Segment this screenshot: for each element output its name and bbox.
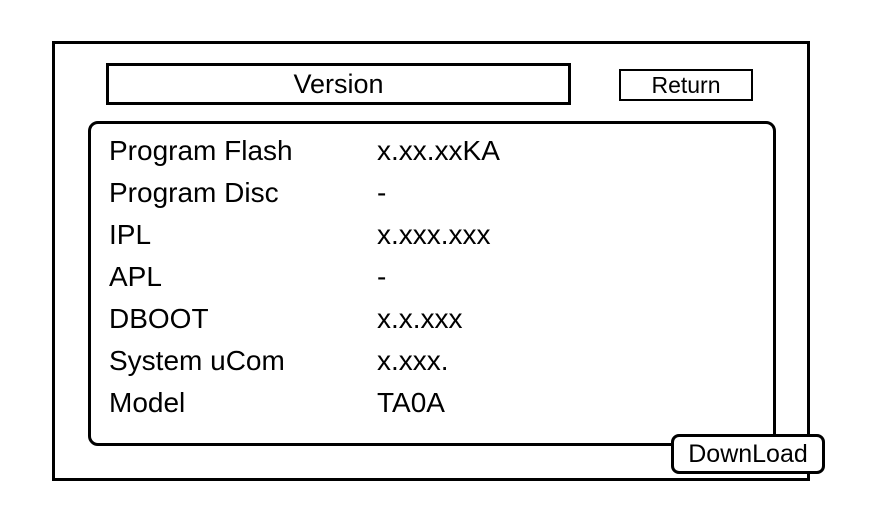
version-row-ipl: IPL x.xxx.xxx	[109, 214, 763, 256]
version-row-dboot: DBOOT x.x.xxx	[109, 298, 763, 340]
version-label-model: Model	[109, 387, 186, 418]
version-row-apl: APL -	[109, 256, 763, 298]
version-label-ipl: IPL	[109, 219, 152, 250]
version-row-model: Model TA0A	[109, 382, 763, 424]
return-button-label: Return	[651, 71, 721, 98]
version-row-program-flash: Program Flash x.xx.xxKA	[109, 130, 763, 172]
version-value-dboot: x.x.xxx	[377, 303, 463, 334]
return-button[interactable]: Return	[619, 69, 753, 101]
version-value-ipl: x.xxx.xxx	[377, 219, 491, 250]
version-label-dboot: DBOOT	[109, 303, 209, 334]
page-title-box: Version	[106, 63, 571, 105]
page-title: Version	[293, 68, 384, 99]
version-value-model: TA0A	[377, 387, 445, 418]
version-label-program-disc: Program Disc	[109, 177, 279, 208]
version-info-panel: Program Flash x.xx.xxKA Program Disc - I…	[88, 121, 825, 474]
version-label-apl: APL	[109, 261, 162, 292]
download-button[interactable]: DownLoad	[671, 434, 825, 474]
version-label-program-flash: Program Flash	[109, 135, 293, 166]
version-label-system-ucom: System uCom	[109, 345, 285, 376]
version-row-system-ucom: System uCom x.xxx.	[109, 340, 763, 382]
version-value-program-disc: -	[377, 177, 387, 208]
version-row-program-disc: Program Disc -	[109, 172, 763, 214]
version-value-system-ucom: x.xxx.	[377, 345, 449, 376]
download-button-label: DownLoad	[688, 439, 808, 468]
version-value-program-flash: x.xx.xxKA	[377, 135, 500, 166]
device-frame: Version Return Program Flash x.xx.xxKA P…	[52, 41, 825, 481]
version-value-apl: -	[377, 261, 387, 292]
